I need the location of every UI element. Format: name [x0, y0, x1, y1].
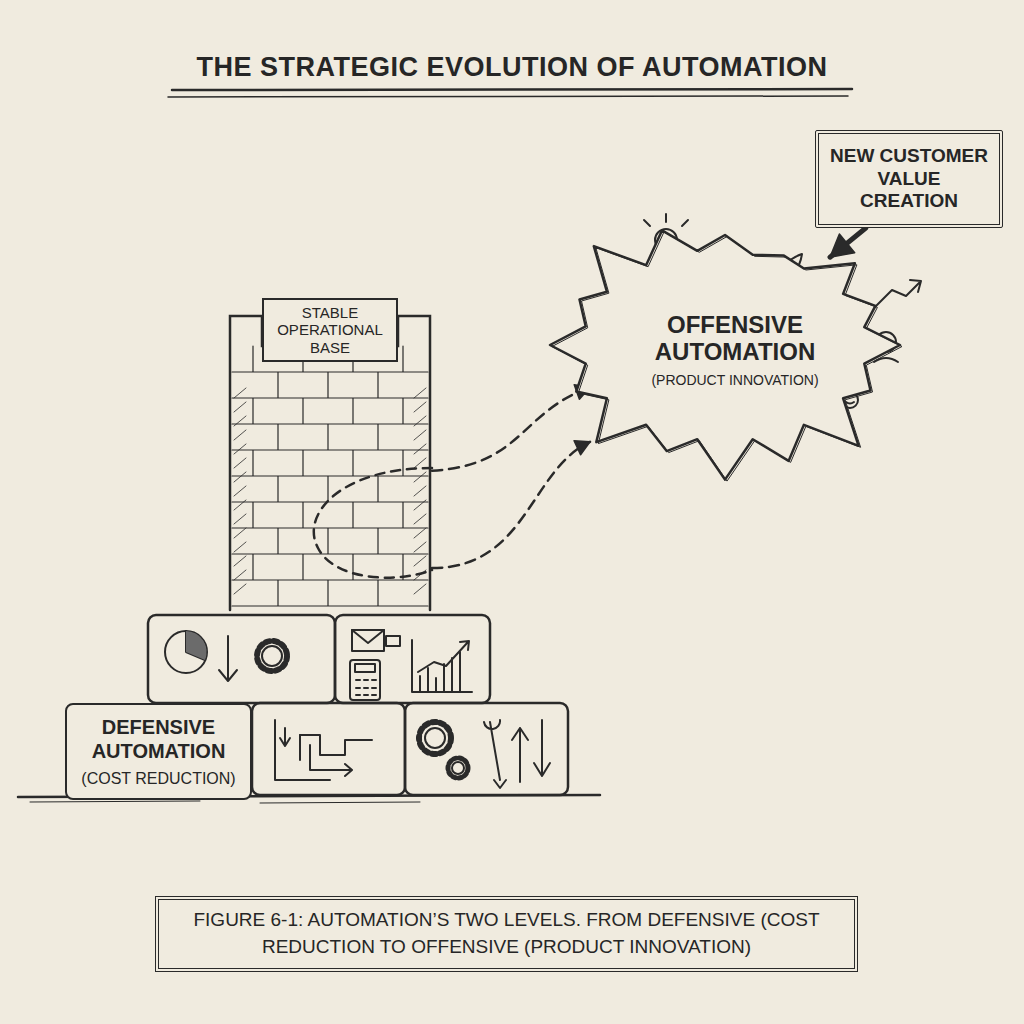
- dashed-arrow: [432, 441, 590, 568]
- tower-bricks: [232, 346, 428, 606]
- node-heading: NEW CUSTOMER VALUE CREATION: [827, 145, 991, 213]
- callout-arrow: [830, 228, 866, 257]
- node-heading: DEFENSIVE AUTOMATION: [75, 715, 242, 763]
- node-subtitle: (PRODUCT INNOVATION): [635, 373, 835, 389]
- arrow-head: [574, 441, 590, 455]
- node-subtitle: (COST REDUCTION): [81, 769, 235, 788]
- tower-shading: [234, 388, 426, 594]
- cost-icons: [165, 631, 287, 681]
- callout-box: NEW CUSTOMER VALUE CREATION: [815, 130, 1003, 228]
- node-heading: OFFENSIVE AUTOMATION: [635, 312, 835, 366]
- title-wrap: THE STRATEGIC EVOLUTION OF AUTOMATION: [0, 52, 1024, 83]
- ground-hatch: [30, 801, 420, 803]
- tower-node: STABLE OPERATIONAL BASE: [228, 298, 432, 612]
- connector-line: [432, 387, 590, 471]
- figure-caption: FIGURE 6-1: AUTOMATION’S TWO LEVELS. FRO…: [173, 907, 840, 960]
- starburst-sketch: [552, 232, 902, 481]
- arrow-head: [830, 234, 855, 257]
- office-icons: [350, 630, 472, 700]
- connector-line: [830, 228, 866, 257]
- tower-sign: STABLE OPERATIONAL BASE: [262, 298, 398, 362]
- connector-line: [432, 442, 590, 568]
- sign-text: STABLE OPERATIONAL BASE: [270, 304, 390, 356]
- dashed-loop: [314, 468, 432, 578]
- title-underline: [172, 89, 852, 90]
- starburst-node: OFFENSIVE AUTOMATION(PRODUCT INNOVATION): [590, 200, 830, 460]
- title-underline: [168, 96, 848, 97]
- foundation-block: DEFENSIVE AUTOMATION (COST REDUCTION): [65, 703, 252, 800]
- caption-box: FIGURE 6-1: AUTOMATION’S TWO LEVELS. FRO…: [155, 896, 858, 972]
- decline-chart-icon: [275, 720, 372, 780]
- diagram-title: THE STRATEGIC EVOLUTION OF AUTOMATION: [193, 52, 832, 83]
- gear-tools-icons: [419, 720, 550, 788]
- starburst-text: OFFENSIVE AUTOMATION (PRODUCT INNOVATION): [635, 312, 835, 388]
- dashed-arrow: [432, 385, 590, 471]
